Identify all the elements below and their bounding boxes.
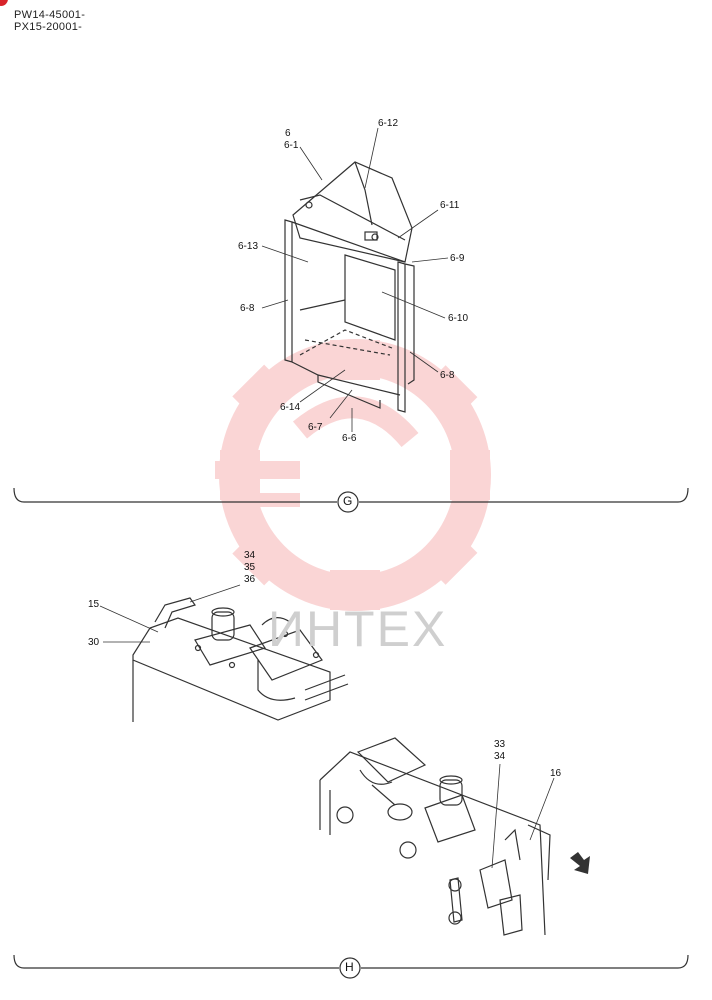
callout-30: 30 <box>88 637 100 648</box>
callout-6-12: 6-12 <box>378 118 399 129</box>
serial-range-1: PW14-45001- <box>14 9 86 21</box>
callout-34-upper: 34 <box>244 550 256 561</box>
serial-range-2: PX15-20001- <box>14 21 83 33</box>
section-label-g: G <box>343 494 353 508</box>
callout-34-lower: 34 <box>494 751 506 762</box>
leader-lines-h1 <box>99 584 241 643</box>
watermark-text: ИНТЕХ <box>268 601 448 657</box>
callout-33: 33 <box>494 739 506 750</box>
callout-6-10: 6-10 <box>448 313 469 324</box>
leader-lines-h2 <box>491 763 555 869</box>
callout-6-8-right: 6-8 <box>440 370 455 381</box>
section-divider-h <box>13 954 689 979</box>
callout-6: 6 <box>285 128 291 139</box>
callout-6-9: 6-9 <box>450 253 465 264</box>
callout-36: 36 <box>244 574 256 585</box>
callout-6-11: 6-11 <box>440 200 460 211</box>
tank-side-view <box>319 737 551 936</box>
callout-6-14: 6-14 <box>280 402 301 413</box>
direction-arrow-icon <box>570 852 590 874</box>
callout-6-8-left: 6-8 <box>240 303 255 314</box>
callout-15: 15 <box>88 599 100 610</box>
callout-6-6: 6-6 <box>342 433 357 444</box>
callout-6-13: 6-13 <box>238 241 259 252</box>
callout-6-7: 6-7 <box>308 422 323 433</box>
corner-tab-marker <box>0 0 8 6</box>
watermark-gear-icon <box>215 339 491 611</box>
section-divider-g <box>13 487 689 513</box>
callout-6-1: 6-1 <box>284 140 299 151</box>
leader-lines-g <box>261 127 449 432</box>
callout-35: 35 <box>244 562 256 573</box>
section-label-h: H <box>345 960 354 974</box>
callout-16: 16 <box>550 768 562 779</box>
